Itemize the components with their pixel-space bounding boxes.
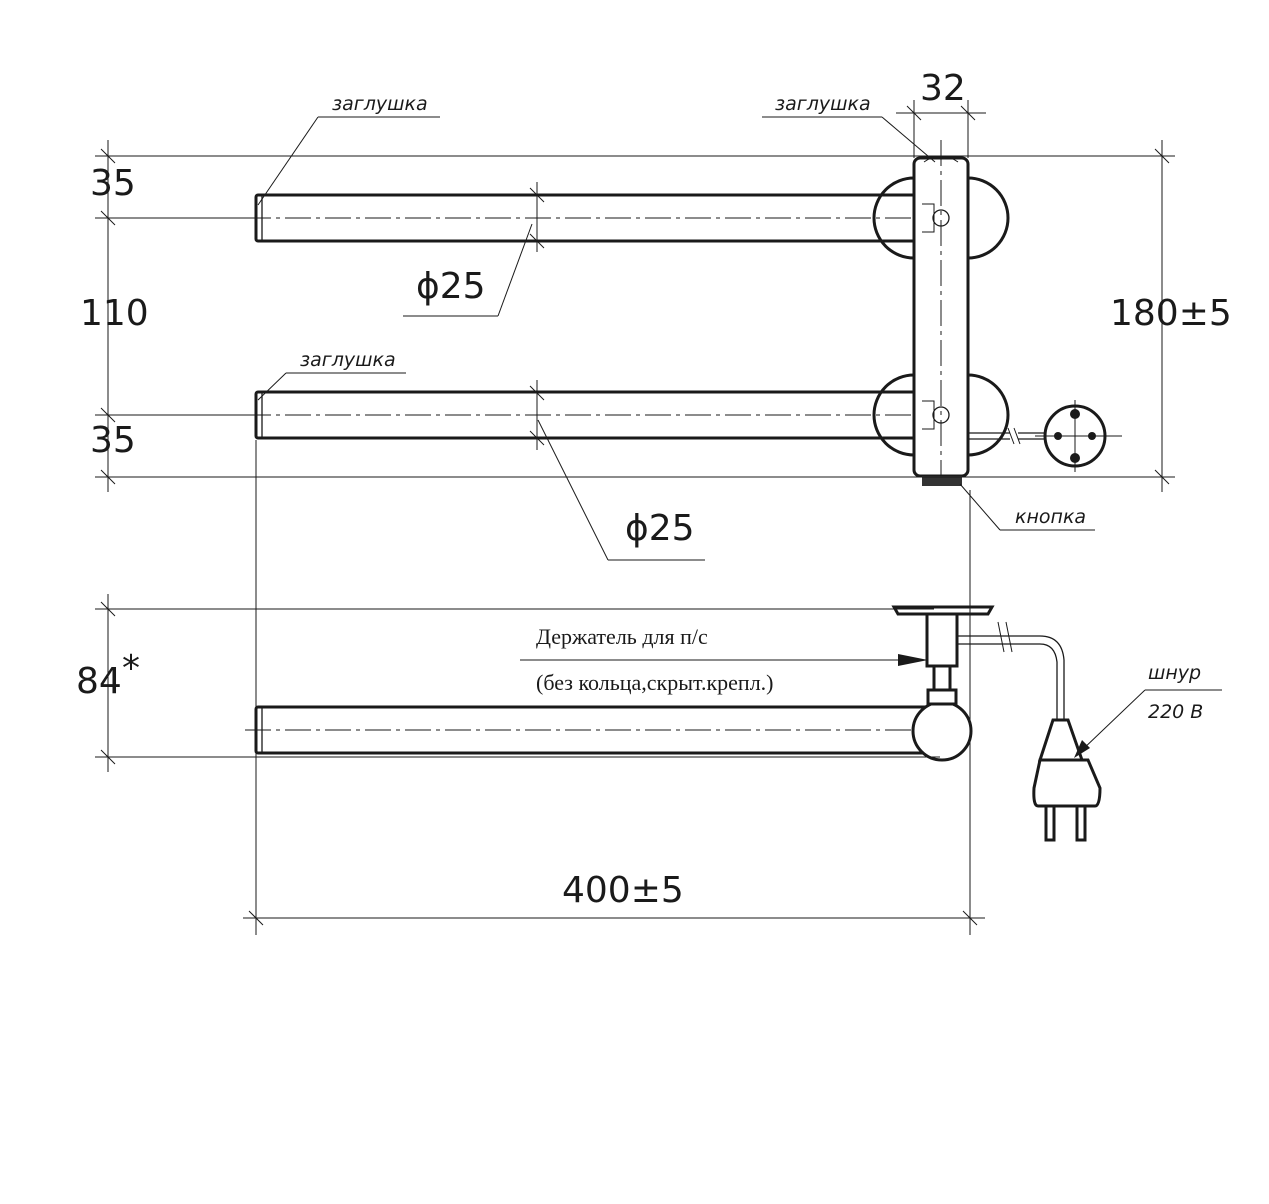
side-dimensions: 84 * 400±5 (76, 440, 985, 935)
dim-depth: 84 (76, 661, 122, 702)
label-cord: шнур (1148, 662, 1201, 684)
label-holder-line2: (без кольца,скрыт.крепл.) (536, 670, 774, 695)
front-dimensions: 35 110 35 32 180±5 ϕ25 ϕ25 (80, 68, 1232, 561)
dim-top-offset: 35 (90, 163, 136, 204)
button-shape (922, 476, 962, 486)
dim-collector-width: 32 (920, 68, 966, 109)
dim-total-width: 400±5 (562, 870, 684, 911)
front-labels: заглушка заглушка заглушка кнопка (257, 93, 1095, 531)
dim-bottom-offset: 35 (90, 420, 136, 461)
label-button: кнопка (1015, 506, 1086, 528)
euro-plug-front (1035, 400, 1122, 472)
dim-total-height: 180±5 (1110, 293, 1232, 334)
holder (925, 612, 959, 668)
side-view (245, 605, 1102, 842)
label-plug-top-left: заглушка (332, 93, 428, 115)
dim-depth-mark: * (122, 648, 140, 689)
side-labels: Держатель для п/с (без кольца,скрыт.креп… (520, 624, 1222, 758)
dim-pitch: 110 (80, 293, 149, 334)
side-collector (911, 700, 973, 762)
label-voltage: 220 В (1148, 701, 1203, 723)
bottom-flange (872, 373, 915, 457)
label-plug-bottom-left: заглушка (300, 349, 396, 371)
dim-diameter-top: ϕ25 (416, 266, 486, 307)
top-flange (872, 176, 915, 260)
euro-plug-side (1032, 718, 1102, 842)
label-holder-line1: Держатель для п/с (536, 624, 708, 649)
dim-diameter-bottom: ϕ25 (625, 508, 695, 549)
front-view (245, 140, 1122, 490)
label-plug-top-right: заглушка (775, 93, 871, 115)
